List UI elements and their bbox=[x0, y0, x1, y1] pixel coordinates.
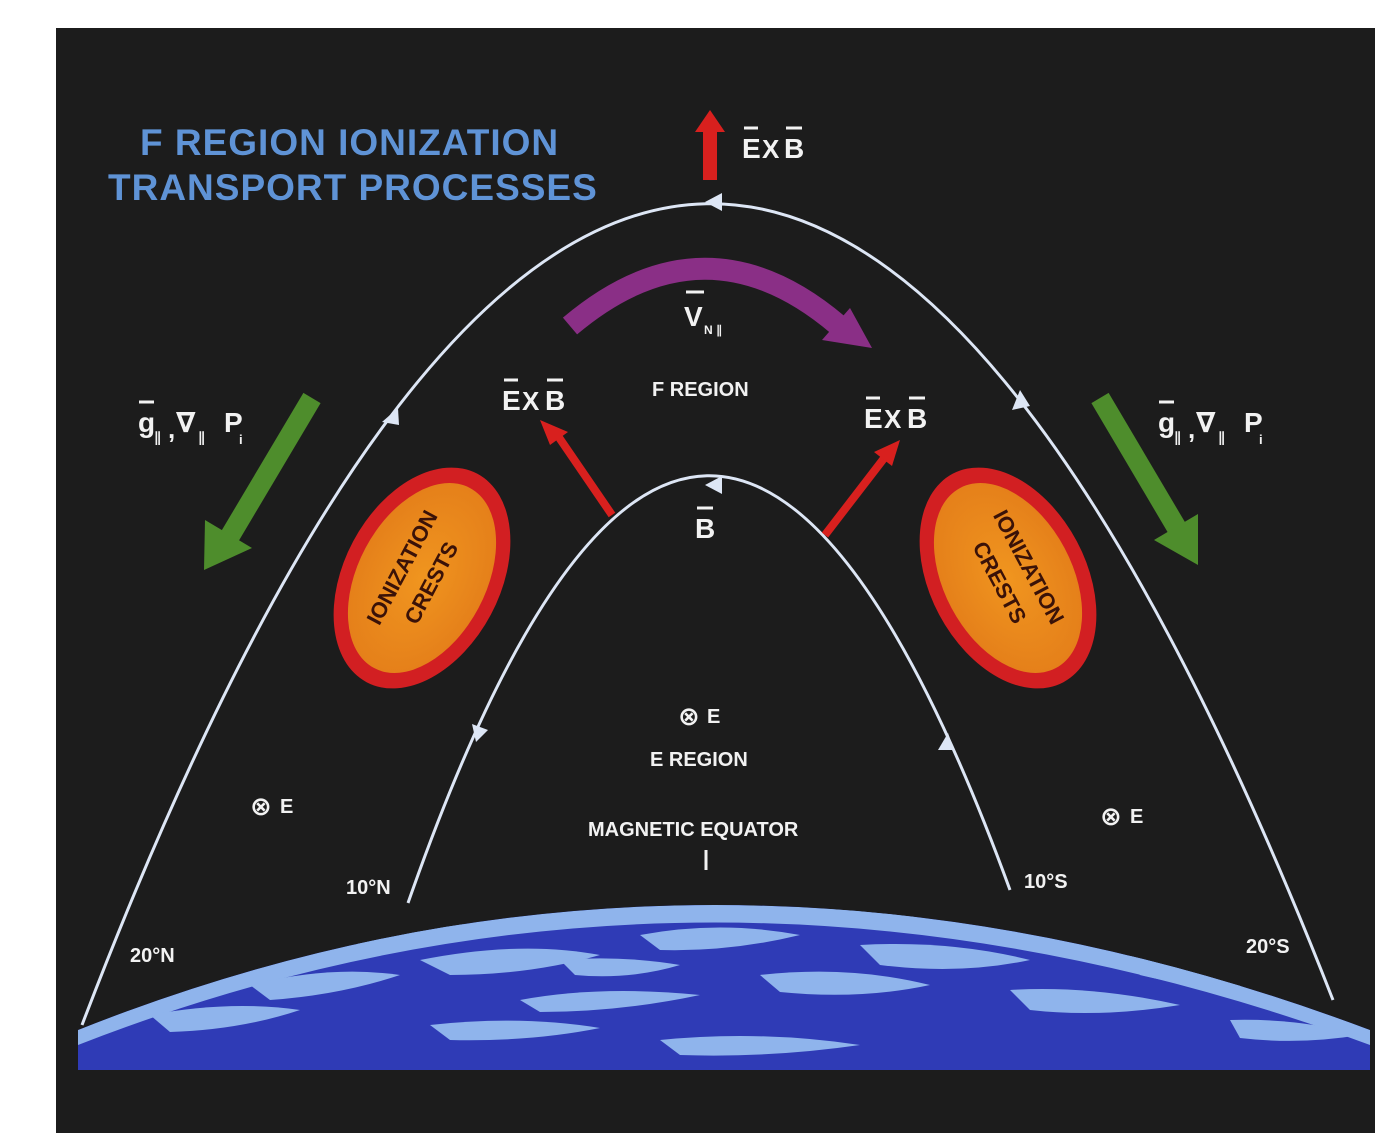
title-line1: F REGION IONIZATION bbox=[140, 122, 559, 163]
neutral-wind-arrow bbox=[562, 257, 872, 348]
f-region-label: F REGION bbox=[652, 379, 749, 401]
svg-text:E: E bbox=[864, 403, 883, 434]
exb-top-label: E X B bbox=[742, 126, 804, 164]
svg-text:B: B bbox=[784, 133, 804, 164]
svg-text:E: E bbox=[502, 385, 521, 416]
svg-text:P: P bbox=[1244, 407, 1263, 438]
exb-top-arrow bbox=[695, 110, 725, 180]
gravity-label-right: g ∥ , ∇ ∥ P i bbox=[1158, 400, 1263, 447]
svg-text:,: , bbox=[168, 414, 175, 444]
inner-field-line bbox=[406, 474, 1012, 904]
e-field-center: ⊗ E bbox=[678, 701, 720, 731]
svg-text:E: E bbox=[280, 796, 293, 818]
svg-text:E: E bbox=[707, 706, 720, 728]
svg-text:∥: ∥ bbox=[1174, 429, 1181, 445]
svg-text:,: , bbox=[1188, 414, 1195, 444]
outer-field-line bbox=[80, 202, 1335, 1026]
cross-circle-icon: ⊗ bbox=[250, 791, 272, 821]
svg-text:E: E bbox=[1130, 806, 1143, 828]
gravity-arrow-left bbox=[204, 392, 321, 570]
e-field-right: ⊗ E bbox=[1100, 801, 1143, 831]
svg-text:∇: ∇ bbox=[176, 407, 196, 438]
title-line2: TRANSPORT PROCESSES bbox=[108, 167, 598, 208]
svg-text:g: g bbox=[1158, 407, 1175, 438]
svg-text:B: B bbox=[907, 403, 927, 434]
latitude-20s: 20°S bbox=[1246, 936, 1290, 958]
e-field-left: ⊗ E bbox=[250, 791, 293, 821]
gravity-label-left: g ∥ , ∇ ∥ P i bbox=[138, 400, 243, 447]
svg-text:V: V bbox=[684, 301, 703, 332]
earth-globe bbox=[78, 905, 1370, 1070]
svg-text:i: i bbox=[239, 432, 243, 447]
magnetic-equator-label: MAGNETIC EQUATOR bbox=[588, 819, 799, 841]
svg-text:X: X bbox=[522, 386, 540, 416]
latitude-10s: 10°S bbox=[1024, 871, 1068, 893]
svg-text:N ∥: N ∥ bbox=[704, 323, 722, 337]
exb-left-arrow bbox=[540, 420, 616, 518]
latitude-10n: 10°N bbox=[346, 877, 391, 899]
ionization-crest-left: IONIZATION CRESTS bbox=[333, 467, 511, 689]
svg-text:P: P bbox=[224, 407, 243, 438]
cross-circle-icon: ⊗ bbox=[678, 701, 700, 731]
e-region-label: E REGION bbox=[650, 749, 748, 771]
svg-text:B: B bbox=[695, 513, 715, 544]
svg-text:E: E bbox=[742, 133, 761, 164]
cross-circle-icon: ⊗ bbox=[1100, 801, 1122, 831]
neutral-wind-label: V N ∥ bbox=[684, 290, 722, 337]
svg-text:∥: ∥ bbox=[1218, 429, 1225, 445]
exb-right-arrow bbox=[821, 440, 900, 538]
ionization-crest-right: IONIZATION CRESTS bbox=[919, 467, 1097, 689]
svg-text:∥: ∥ bbox=[154, 429, 161, 445]
b-field-label: B bbox=[695, 506, 715, 544]
svg-text:i: i bbox=[1259, 432, 1263, 447]
gravity-arrow-right bbox=[1091, 392, 1198, 565]
latitude-20n: 20°N bbox=[130, 945, 175, 967]
field-line-arrowheads bbox=[382, 193, 1030, 750]
svg-text:X: X bbox=[884, 404, 902, 434]
exb-right-label: E X B bbox=[864, 396, 927, 434]
svg-text:g: g bbox=[138, 407, 155, 438]
svg-text:∥: ∥ bbox=[198, 429, 205, 445]
svg-text:X: X bbox=[762, 134, 780, 164]
svg-text:B: B bbox=[545, 385, 565, 416]
exb-left-label: E X B bbox=[502, 378, 565, 416]
svg-text:∇: ∇ bbox=[1196, 407, 1216, 438]
